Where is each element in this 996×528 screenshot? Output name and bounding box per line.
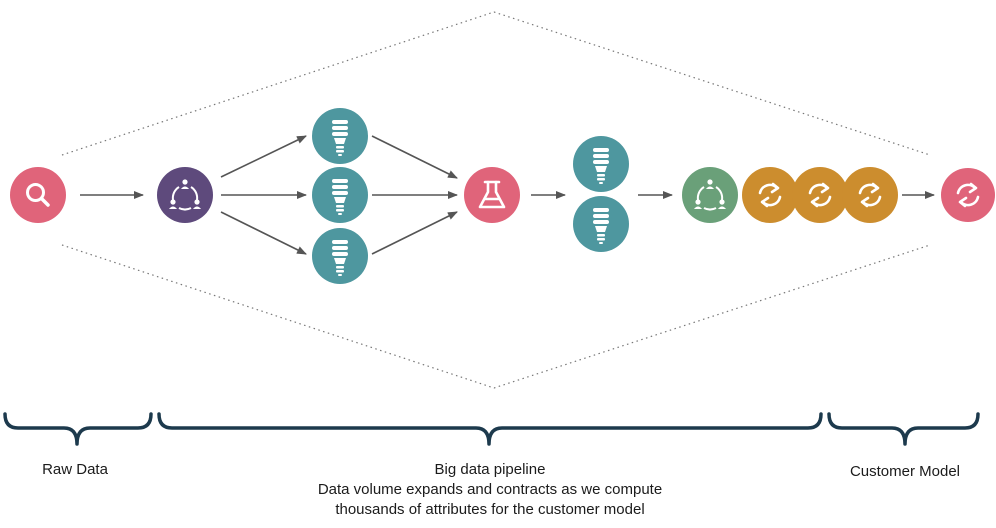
refresh-node <box>742 167 798 223</box>
pipeline-bracket <box>157 412 823 446</box>
arrow <box>371 211 458 255</box>
lightbulb-node <box>312 167 368 223</box>
flask-node <box>464 167 520 223</box>
network-node <box>682 167 738 223</box>
refresh-node <box>941 168 995 222</box>
pipeline-description-line: Data volume expands and contracts as we … <box>317 481 663 498</box>
network-node <box>157 167 213 223</box>
raw-data-bracket <box>3 412 153 446</box>
customer-model-text: Customer Model <box>849 463 961 480</box>
envelope-top <box>61 11 931 156</box>
lightbulb-node <box>312 228 368 284</box>
arrow <box>371 135 458 179</box>
refresh-node <box>792 167 848 223</box>
pipeline-title: Big data pipeline <box>434 461 546 478</box>
lightbulb-node <box>573 196 629 252</box>
raw-data-label: Raw Data <box>0 460 150 480</box>
customer-model-bracket <box>827 412 980 446</box>
arrow <box>220 135 307 178</box>
refresh-node <box>842 167 898 223</box>
raw-data-text: Raw Data <box>42 461 108 478</box>
arrow <box>220 211 307 255</box>
lightbulb-node <box>312 108 368 164</box>
pipeline-label: Big data pipeline Data volume expands an… <box>240 460 740 520</box>
envelope-bottom <box>61 244 931 389</box>
pipeline-description-line: thousands of attributes for the customer… <box>335 501 645 518</box>
lightbulb-node <box>573 136 629 192</box>
search-node <box>10 167 66 223</box>
customer-model-label: Customer Model <box>810 462 996 482</box>
